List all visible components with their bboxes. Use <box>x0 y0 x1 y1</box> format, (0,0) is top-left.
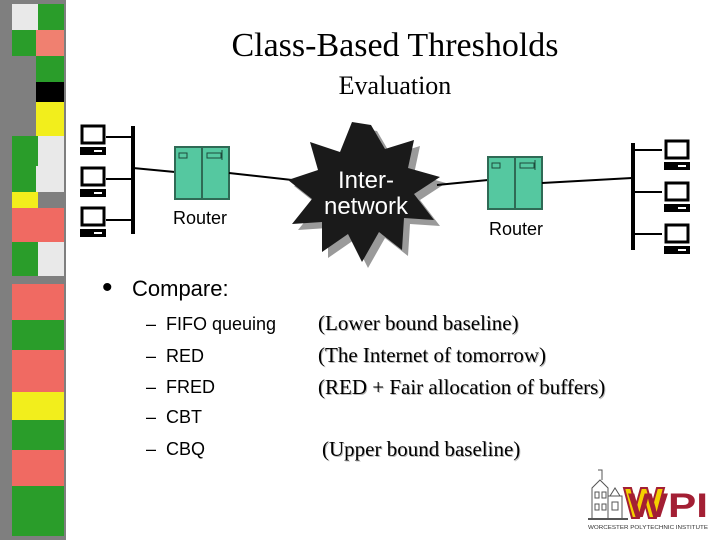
decorative-side-stripe <box>0 0 66 540</box>
list-item: –CBT <box>146 406 202 428</box>
stripe-tile <box>38 242 64 276</box>
compare-heading: Compare: <box>132 276 229 301</box>
dash-marker: – <box>146 314 157 334</box>
router-icon-right <box>487 156 543 210</box>
dash-marker: – <box>146 439 157 459</box>
building-illustration <box>591 469 623 518</box>
router-label-right: Router <box>489 219 543 239</box>
stripe-tile <box>12 4 38 30</box>
computer-icon <box>664 223 690 254</box>
list-item: –RED <box>146 345 204 367</box>
computer-icon <box>80 206 106 237</box>
cloud-label-line2: network <box>324 193 409 220</box>
list-item-label: FIFO queuing <box>166 314 277 334</box>
list-item: –CBQ <box>146 438 205 460</box>
router-icon-left <box>174 146 230 200</box>
stripe-tile <box>36 30 64 56</box>
router-label-left: Router <box>173 208 227 228</box>
wpi-logo-tagline: WORCESTER POLYTECHNIC INSTITUTE <box>588 525 709 531</box>
stripe-tile <box>12 486 64 536</box>
slide-subtitle: Evaluation <box>338 71 452 100</box>
dash-marker: – <box>146 407 157 427</box>
list-item-label: CBT <box>166 407 202 427</box>
stripe-tile <box>38 4 64 30</box>
stripe-tile <box>12 208 64 242</box>
list-item-label: FRED <box>166 377 215 397</box>
computer-icon <box>80 166 106 197</box>
list-item-note: (The Internet of tomorrow) <box>318 343 546 367</box>
list-item-note: (RED + Fair allocation of buffers) <box>318 375 606 399</box>
wpi-logo-text: WPI <box>628 487 708 525</box>
list-item: –FRED <box>146 376 215 398</box>
internetwork-cloud <box>288 122 440 262</box>
slide-title: Class-Based Thresholds <box>231 27 559 64</box>
stripe-tile <box>36 166 64 192</box>
stripe-tile <box>12 284 64 320</box>
stripe-tile <box>12 392 64 420</box>
dash-marker: – <box>146 346 157 366</box>
stripe-tile <box>12 420 64 450</box>
dash-marker: – <box>146 377 157 397</box>
wpi-logo-mark <box>622 487 666 519</box>
stripe-tile <box>12 350 64 392</box>
list-item-label: CBQ <box>166 439 206 459</box>
list-item-note: (Lower bound baseline) <box>318 311 519 335</box>
list-item: –FIFO queuing <box>146 313 276 335</box>
stripe-tile <box>12 242 38 276</box>
computer-icon <box>664 139 690 170</box>
wpi-logo: WPI WORCESTER POLYTECHNIC INSTITUTE <box>588 469 709 531</box>
stripe-tile <box>12 192 38 208</box>
stripe-tile <box>36 82 64 102</box>
stripe-tile <box>38 136 64 166</box>
network-diagram: Router Router Inter- network <box>80 122 690 268</box>
computer-icon <box>664 181 690 212</box>
stripe-tile <box>12 450 64 486</box>
bullet-icon: • <box>102 271 113 304</box>
stripe-tile <box>12 166 36 192</box>
stripe-tile <box>12 320 64 350</box>
list-item-label: RED <box>166 346 205 366</box>
list-item-note: (Upper bound baseline) <box>322 437 521 461</box>
computer-icon <box>80 124 106 155</box>
stripe-tile <box>36 56 64 82</box>
stripe-tile <box>12 30 36 56</box>
stripe-tile <box>12 136 38 166</box>
cloud-label-line1: Inter- <box>338 167 394 194</box>
stripe-tile <box>36 102 64 136</box>
